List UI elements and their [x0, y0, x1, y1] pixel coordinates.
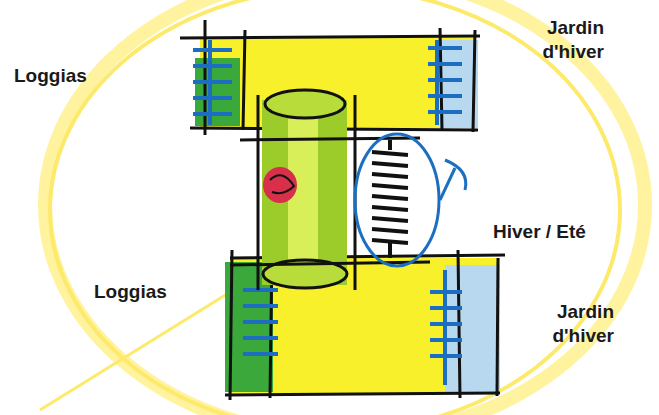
- core-lines: [230, 90, 430, 290]
- annotation-label: Hiver / Eté: [493, 220, 653, 244]
- core-fill: [262, 100, 347, 285]
- annotation-label: Loggias: [94, 280, 214, 304]
- annotation-label: Loggias: [14, 64, 134, 88]
- winter-garden-fill: [445, 265, 500, 393]
- spring-symbol: [372, 140, 408, 258]
- annotation-label: Jardin d'hiver: [520, 16, 604, 64]
- red-blob-outline: [270, 175, 294, 193]
- hatch: [193, 40, 462, 125]
- hatch: [243, 270, 462, 385]
- bottom-block-lines: [225, 250, 505, 400]
- annotation-label: Jardin d'hiver: [530, 300, 614, 348]
- red-blob: [263, 167, 297, 203]
- seasonal-stroke: [440, 160, 466, 200]
- seasonal-ring: [355, 134, 439, 266]
- sun-ring: [50, 0, 620, 415]
